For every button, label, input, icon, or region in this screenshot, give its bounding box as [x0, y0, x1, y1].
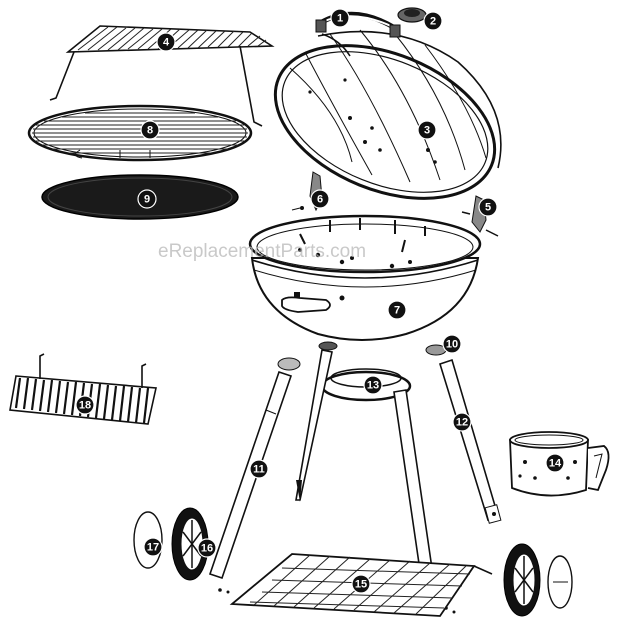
- callout-lid: 3: [417, 120, 437, 140]
- callout-marker: [442, 334, 462, 354]
- callout-number: 18: [79, 400, 91, 412]
- callout-marker: [310, 189, 330, 209]
- callout-number: 4: [163, 37, 170, 49]
- callout-chimney-starter: 14: [545, 453, 565, 473]
- callout-marker: [330, 8, 350, 28]
- watermark-text: eReplacementParts.com: [158, 241, 366, 262]
- callout-marker: [478, 197, 498, 217]
- callout-marker: [351, 574, 371, 594]
- callout-marker: [197, 538, 217, 558]
- callout-cooking-grate: 8: [140, 120, 160, 140]
- callout-marker: [417, 120, 437, 140]
- callout-number: 17: [147, 542, 159, 554]
- legs-drawing: [208, 344, 502, 614]
- callout-ash-ring: 13: [363, 375, 383, 395]
- callout-marker: [423, 11, 443, 31]
- callout-lid-handle: 1: [330, 8, 350, 28]
- callout-lid-hinge-right: 5: [478, 197, 498, 217]
- callout-hubcap: 17: [143, 537, 163, 557]
- callout-number: 11: [253, 464, 265, 476]
- callout-marker: [545, 453, 565, 473]
- wheels-drawing: [133, 507, 573, 617]
- callout-rear-leg: 12: [452, 412, 472, 432]
- callout-number: 5: [485, 202, 491, 214]
- callout-leg-socket: 10: [442, 334, 462, 354]
- callout-marker: [75, 395, 95, 415]
- callout-number: 1: [337, 13, 343, 25]
- callout-marker: [156, 32, 176, 52]
- callout-marker: [452, 412, 472, 432]
- callout-number: 15: [355, 579, 367, 591]
- callout-tool-rack: 18: [75, 395, 95, 415]
- callout-number: 10: [446, 339, 458, 351]
- cooking-grate-drawing: [27, 104, 253, 162]
- callout-number: 13: [367, 380, 379, 392]
- callout-marker: [363, 375, 383, 395]
- callout-bowl: 7: [387, 300, 407, 320]
- callout-number: 7: [394, 305, 400, 317]
- bowl-drawing: [248, 214, 482, 351]
- callout-marker: [387, 300, 407, 320]
- callout-number: 12: [456, 417, 468, 429]
- callout-marker: [140, 120, 160, 140]
- callout-lid-hinge-left: 6: [310, 189, 330, 209]
- callout-front-leg: 11: [249, 459, 269, 479]
- callout-warming-rack: 4: [156, 32, 176, 52]
- callout-marker: [137, 189, 157, 209]
- callout-marker: [143, 537, 163, 557]
- callout-bottom-shelf: 15: [351, 574, 371, 594]
- callout-number: 9: [144, 194, 150, 206]
- callout-number: 16: [201, 543, 213, 555]
- callout-number: 8: [147, 125, 153, 137]
- callout-number: 6: [317, 194, 323, 206]
- callout-number: 14: [549, 458, 562, 470]
- callout-marker: [249, 459, 269, 479]
- callout-charcoal-grate: 9: [137, 189, 157, 209]
- lid-drawing: [273, 7, 502, 200]
- callout-wheel: 16: [197, 538, 217, 558]
- callout-lid-vent: 2: [423, 11, 443, 31]
- callout-number: 2: [430, 16, 436, 28]
- callout-number: 3: [424, 125, 430, 137]
